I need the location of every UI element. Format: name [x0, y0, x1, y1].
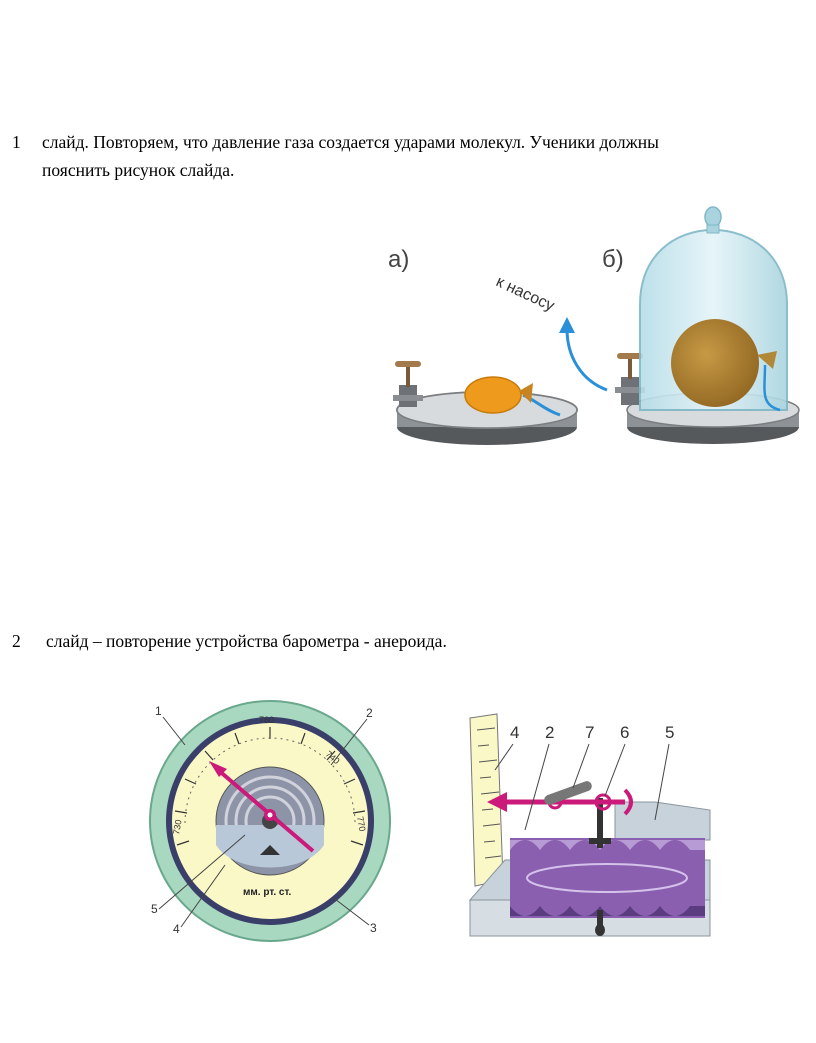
callouts: 1 2 3 4 5: [151, 704, 377, 936]
label-b: б): [602, 246, 624, 273]
label-a: а): [388, 246, 409, 273]
paragraph-line: слайд – повторение устройства барометра …: [46, 631, 447, 651]
balloon-pump-illustration: а) б) к насосу: [388, 206, 800, 445]
callout-7: 7: [585, 723, 594, 742]
pump-arrow: [565, 328, 608, 392]
barometer-dial-illustration: 760 740 770 730 мм. рт. ст. 1 2 3 4 5: [149, 700, 391, 942]
scale-label: 730: [171, 819, 183, 836]
item-number: 1: [12, 132, 21, 152]
pointer-needle: [215, 767, 315, 853]
bell-jar-knob: [704, 206, 722, 228]
dial-scale: [174, 727, 366, 846]
valve-icon: [393, 361, 423, 407]
callout-2: 2: [545, 723, 554, 742]
lever-arrow-icon: [487, 792, 507, 812]
arrow-head-icon: [559, 317, 575, 333]
callout-5: 5: [665, 723, 674, 742]
scale-label: 760: [259, 715, 274, 725]
callout-2: 2: [366, 706, 373, 720]
pump-label: к насосу: [493, 273, 557, 315]
item-number: 2: [12, 631, 21, 651]
paragraph-line: слайд. Повторяем, что давление газа созд…: [42, 132, 659, 152]
balloon-large: [671, 319, 777, 407]
bellows-box: [510, 838, 705, 918]
callout-4: 4: [173, 922, 180, 936]
pointer-tip-icon: [209, 761, 227, 777]
callout-4: 4: [510, 723, 519, 742]
callout-1: 1: [155, 704, 162, 718]
unit-label: мм. рт. ст.: [243, 887, 291, 898]
callout-6: 6: [620, 723, 629, 742]
paragraph-line: пояснить рисунок слайда.: [42, 160, 235, 180]
balloon-small: [464, 376, 533, 414]
valve-icon: [615, 353, 645, 405]
hose-b: [763, 364, 781, 412]
aneroid-mechanism-illustration: 4 2 7 6 5: [468, 713, 711, 937]
scale-label: 770: [355, 816, 367, 833]
callout-3: 3: [370, 921, 377, 935]
callout-5: 5: [151, 902, 158, 916]
